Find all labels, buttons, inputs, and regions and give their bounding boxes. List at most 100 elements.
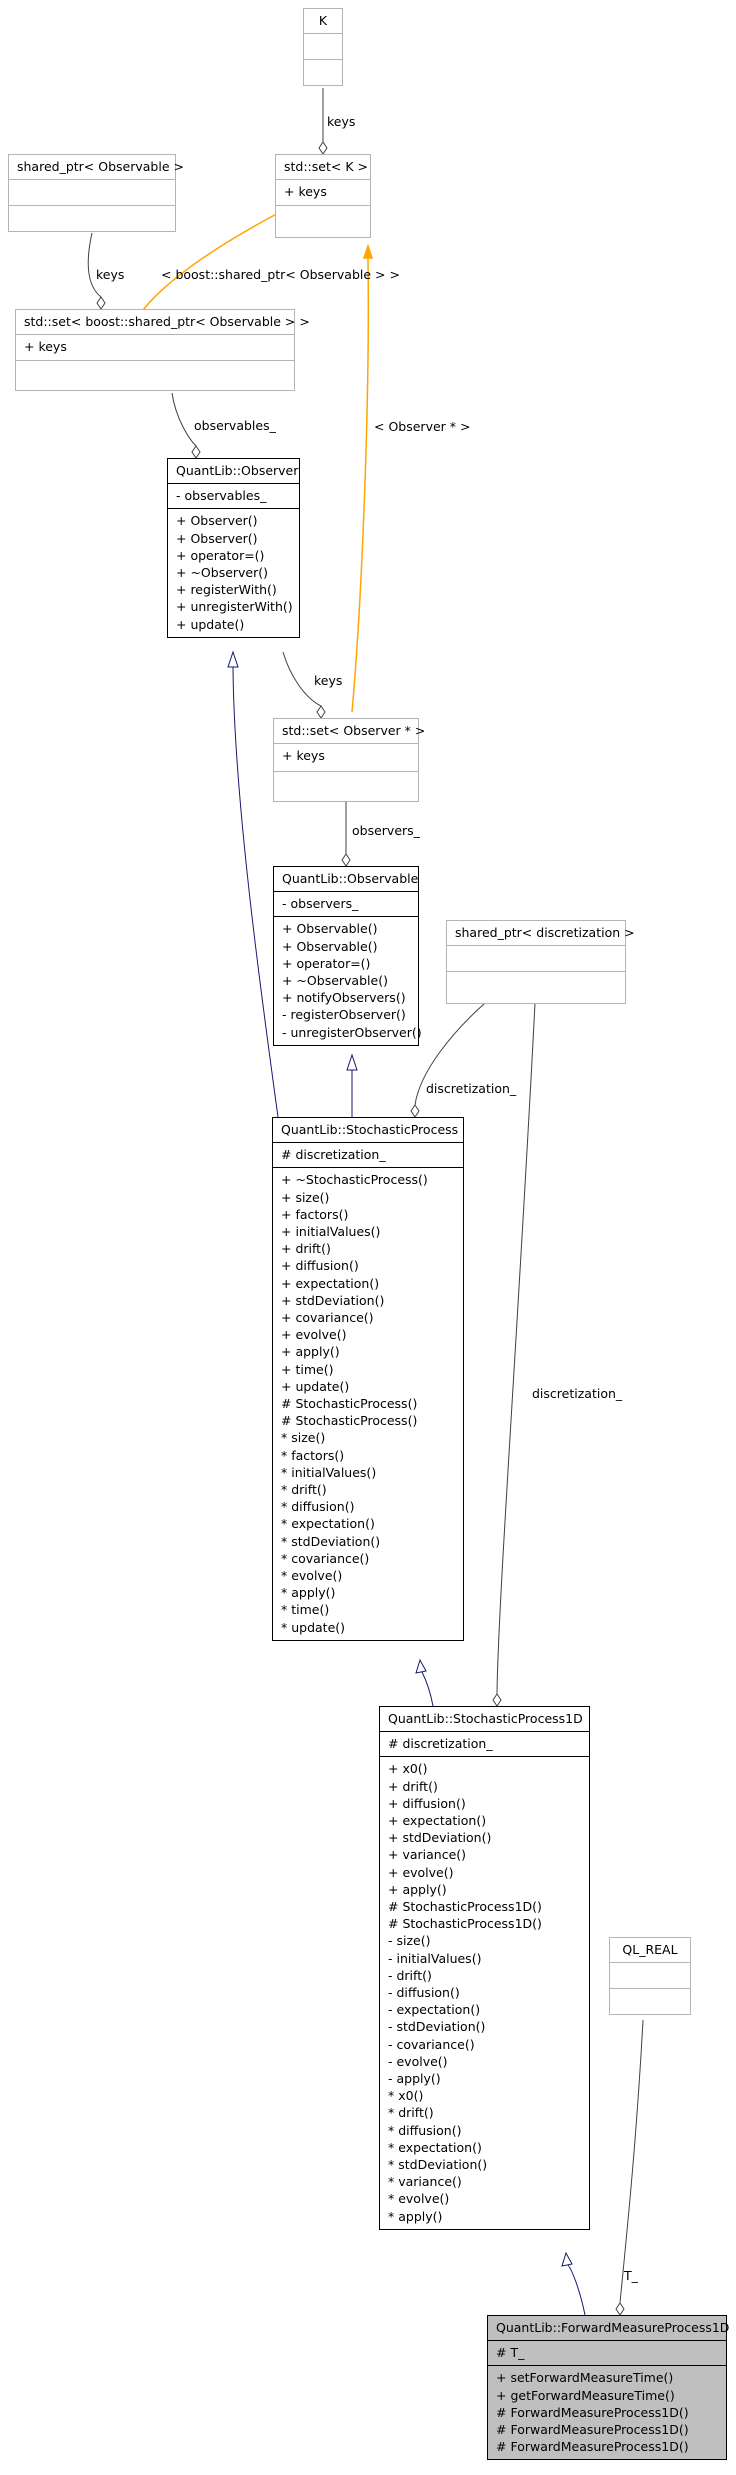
method: + notifyObservers() <box>282 990 406 1006</box>
class-title: QuantLib::Observer <box>176 463 299 478</box>
class-title: K <box>318 13 328 28</box>
class-title: QuantLib::StochasticProcess1D <box>388 1711 583 1726</box>
class-quantlib-observer: QuantLib::Observer - observables_ + Obse… <box>167 458 300 638</box>
class-shared-ptr-observable: shared_ptr< Observable > <box>8 154 184 233</box>
edge-k-to-set-k <box>318 88 328 155</box>
method: + unregisterWith() <box>176 599 293 615</box>
method: * size() <box>281 1430 326 1446</box>
method: + Observable() <box>282 921 378 937</box>
method: + drift() <box>281 1241 331 1257</box>
method: + operator=() <box>176 547 265 563</box>
method: + ~Observer() <box>176 565 269 581</box>
class-std-set-k: std::set< K > + keys <box>275 154 371 239</box>
method: + diffusion() <box>388 1795 466 1811</box>
class-title: shared_ptr< Observable > <box>17 159 184 174</box>
method: + setForwardMeasureTime() <box>496 2370 674 2386</box>
class-quantlib-stochasticprocess1d: QuantLib::StochasticProcess1D # discreti… <box>379 1706 590 2230</box>
method: + size() <box>281 1189 330 1205</box>
method: + getForwardMeasureTime() <box>496 2387 675 2403</box>
class-quantlib-stochasticprocess: QuantLib::StochasticProcess # discretiza… <box>272 1117 464 1641</box>
edge-label-k-keys: keys <box>327 114 356 129</box>
edge-shared-obs-to-set <box>87 232 106 310</box>
method: + Observable() <box>282 938 378 954</box>
method: * diffusion() <box>281 1499 355 1515</box>
method: + stdDeviation() <box>281 1292 385 1308</box>
method: + apply() <box>281 1344 340 1360</box>
class-title: QuantLib::StochasticProcess <box>281 1122 459 1137</box>
method: + initialValues() <box>281 1224 381 1240</box>
class-std-set-shared-ptr-observable: std::set< boost::shared_ptr< Observable … <box>15 309 310 392</box>
method: * drift() <box>281 1482 327 1498</box>
method: - stdDeviation() <box>388 2019 486 2035</box>
method: + x0() <box>388 1761 428 1777</box>
method: + Observer() <box>176 513 258 529</box>
method: + update() <box>281 1378 350 1394</box>
edge-label-disc-small: discretization_ <box>426 1081 517 1096</box>
class-title: std::set< K > <box>284 159 368 174</box>
edge-stochastic-to-observable <box>346 1053 358 1117</box>
method: * apply() <box>281 1585 336 1601</box>
method: * x0() <box>388 2088 424 2104</box>
class-quantlib-forwardmeasureprocess1d: QuantLib::ForwardMeasureProcess1D # T_ +… <box>487 2315 729 2461</box>
edge-label-t: T_ <box>624 2268 638 2283</box>
method: + ~Observable() <box>282 973 388 989</box>
attribute: + keys <box>284 184 327 200</box>
method: * time() <box>281 1602 330 1618</box>
edge-forward-to-stochastic1d <box>561 2251 586 2316</box>
method: + evolve() <box>388 1864 454 1880</box>
edge-label-observer-ptr: < Observer * > <box>374 419 471 434</box>
method: * stdDeviation() <box>281 1533 381 1549</box>
class-std-set-observer-ptr: std::set< Observer * > + keys <box>273 718 425 803</box>
method: * diffusion() <box>388 2122 462 2138</box>
edge-label-disc-large: discretization_ <box>532 1386 623 1401</box>
method: # StochasticProcess1D() <box>388 1916 542 1932</box>
method: # StochasticProcess() <box>281 1413 418 1429</box>
method: + apply() <box>388 1881 447 1897</box>
method: + time() <box>281 1361 334 1377</box>
method: - covariance() <box>388 2036 475 2052</box>
method: - apply() <box>388 2071 441 2087</box>
method: * initialValues() <box>281 1464 377 1480</box>
attribute: + keys <box>24 339 67 355</box>
method: + Observer() <box>176 530 258 546</box>
method: * update() <box>281 1619 346 1635</box>
method: * expectation() <box>281 1516 375 1532</box>
class-title: shared_ptr< discretization > <box>455 925 635 940</box>
method: + operator=() <box>282 955 371 971</box>
method: * factors() <box>281 1447 345 1463</box>
method: + drift() <box>388 1778 438 1794</box>
method: + variance() <box>388 1847 467 1863</box>
method: # ForwardMeasureProcess1D() <box>496 2404 689 2420</box>
edge-stochastic-to-observer <box>227 650 279 1118</box>
attribute: # discretization_ <box>388 1736 493 1752</box>
class-quantlib-observable: QuantLib::Observable - observers_ + Obse… <box>273 866 422 1046</box>
edge-shared-disc-to-stochastic1d <box>492 1002 536 1707</box>
method: - drift() <box>388 1967 432 1983</box>
edge-label-observer-keys: keys <box>314 673 343 688</box>
method: # StochasticProcess1D() <box>388 1899 542 1915</box>
edge-set-observer-to-set-k <box>351 243 374 713</box>
class-ql-real: QL_REAL <box>609 1937 691 2016</box>
method: + diffusion() <box>281 1258 359 1274</box>
method: * apply() <box>388 2208 443 2224</box>
attribute: - observables_ <box>176 488 267 504</box>
method: - initialValues() <box>388 1950 482 1966</box>
method: + registerWith() <box>176 582 277 598</box>
class-shared-ptr-discretization: shared_ptr< discretization > <box>446 920 635 1005</box>
attribute: # discretization_ <box>281 1147 386 1163</box>
method: + covariance() <box>281 1310 374 1326</box>
attribute: # T_ <box>496 2345 525 2361</box>
method: - expectation() <box>388 2002 481 2018</box>
method: - registerObserver() <box>282 1007 406 1023</box>
method: # ForwardMeasureProcess1D() <box>496 2439 689 2455</box>
method: # StochasticProcess() <box>281 1396 418 1412</box>
method: # ForwardMeasureProcess1D() <box>496 2422 689 2438</box>
method: - evolve() <box>388 2053 448 2069</box>
method: * evolve() <box>281 1568 343 1584</box>
method: * drift() <box>388 2105 434 2121</box>
attribute: + keys <box>282 748 325 764</box>
edge-stochastic1d-to-stochastic <box>415 1658 434 1707</box>
class-k: K <box>303 8 343 87</box>
edge-label-boost-shared: < boost::shared_ptr< Observable > > <box>161 267 400 282</box>
